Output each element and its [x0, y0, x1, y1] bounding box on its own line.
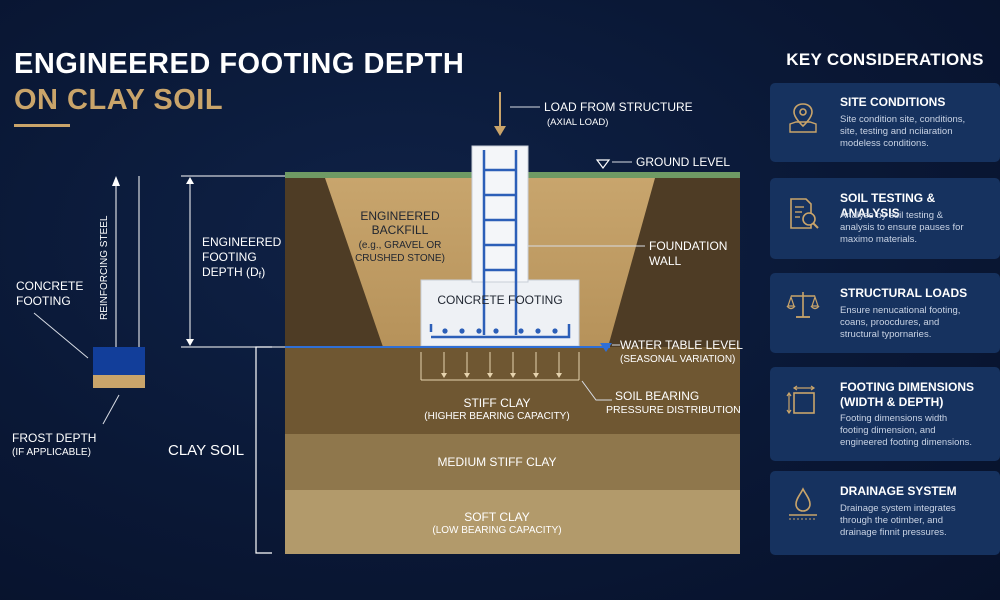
small-footing-leader: [33, 312, 89, 359]
svg-text:FOOTING: FOOTING: [202, 250, 257, 264]
bearing-pressure-arrows: [420, 352, 580, 381]
dimensions-icon: [786, 385, 816, 415]
card-desc-line: modeless conditions.: [840, 138, 929, 149]
depth-label: ENGINEERED FOOTING DEPTH (Df): [202, 235, 282, 280]
card-title: SITE CONDITIONS: [840, 95, 946, 109]
card-desc-line: Footing dimensions width: [840, 413, 948, 424]
svg-text:PRESSURE DISTRIBUTION: PRESSURE DISTRIBUTION: [606, 404, 741, 416]
stiff-clay-label: STIFF CLAY: [463, 396, 530, 410]
page-title: ENGINEERED FOOTING DEPTH: [14, 48, 465, 80]
footing-diagram: LOAD FROM STRUCTURE (AXIAL LOAD) GROUND …: [12, 92, 743, 554]
medium-clay-label: MEDIUM STIFF CLAY: [437, 455, 556, 469]
card-desc-line: Analyse by soil testing &: [840, 210, 943, 221]
load-sublabel: (AXIAL LOAD): [547, 117, 608, 128]
water-drop-icon: [789, 487, 817, 520]
card-title: FOOTING DIMENSIONS (WIDTH & DEPTH): [840, 380, 975, 409]
card-desc-line: structural typornaries.: [840, 329, 932, 340]
reinforcing-steel-detail: [112, 176, 140, 347]
svg-text:ENGINEERED: ENGINEERED: [202, 235, 282, 249]
svg-text:(IF APPLICABLE): (IF APPLICABLE): [12, 447, 91, 458]
concrete-footing-label: CONCRETE FOOTING: [437, 293, 562, 307]
water-table-label: WATER TABLE LEVEL: [620, 338, 743, 352]
medium-stiff-clay-layer: [285, 434, 740, 490]
bearing-leader: [581, 380, 612, 401]
backfill-label: ENGINEERED BACKFILL (e.g., GRAVEL OR CRU…: [355, 209, 445, 264]
svg-text:CRUSHED STONE): CRUSHED STONE): [355, 253, 445, 264]
reinforcing-steel-label: REINFORCING STEEL: [99, 215, 110, 320]
card-desc-line: drainage finnit pressures.: [840, 527, 947, 538]
bearing-label: SOIL BEARING PRESSURE DISTRIBUTION: [606, 389, 741, 416]
document-search-icon: [790, 198, 819, 229]
card-desc-line: Ensure nenucational footing,: [840, 305, 961, 316]
card-title: DRAINAGE SYSTEM: [840, 484, 957, 498]
frost-depth-label: FROST DEPTH (IF APPLICABLE): [12, 431, 96, 458]
map-pin-icon: [789, 103, 817, 133]
card-title: SOIL TESTING & ANALYSIS: [840, 191, 936, 220]
card-desc-line: analysis to ensure pauses for: [840, 222, 964, 233]
load-arrow: [494, 92, 506, 136]
page-subtitle: ON CLAY SOIL: [14, 84, 224, 116]
card-desc-line: site, testing and nciiaration: [840, 126, 953, 137]
card-footing-dimensions: FOOTING DIMENSIONS (WIDTH & DEPTH) Footi…: [770, 367, 1000, 461]
foundation-wall-label: FOUNDATION WALL: [649, 239, 727, 268]
card-desc-line: through the otimber, and: [840, 515, 943, 526]
ground-level-marker: [595, 159, 611, 169]
soft-clay-label: SOFT CLAY: [464, 510, 530, 524]
stiff-clay-sublabel: (HIGHER BEARING CAPACITY): [424, 411, 569, 422]
svg-text:ENGINEERED: ENGINEERED: [360, 209, 440, 223]
card-desc-line: Site condition site, conditions,: [840, 114, 966, 125]
svg-text:BACKFILL: BACKFILL: [372, 223, 429, 237]
foundation-wall-shape: [471, 145, 529, 283]
svg-text:FOUNDATION: FOUNDATION: [649, 239, 727, 253]
card-desc-line: maximo materials.: [840, 234, 918, 245]
svg-text:FOOTING: FOOTING: [16, 294, 71, 308]
footing-rebar-dots: [442, 328, 558, 334]
soft-clay-layer: [285, 490, 740, 554]
svg-text:FROST DEPTH: FROST DEPTH: [12, 431, 96, 445]
svg-text:(e.g., GRAVEL OR: (e.g., GRAVEL OR: [359, 240, 442, 251]
svg-text:CONCRETE: CONCRETE: [16, 279, 83, 293]
water-table-marker: [600, 343, 612, 352]
column-rebar: [429, 150, 571, 339]
clay-soil-bracket: [255, 346, 272, 554]
card-desc-line: footing dimension, and: [840, 425, 936, 436]
small-concrete-footing: [93, 347, 145, 375]
card-desc-line: coans, proocdures, and: [840, 317, 940, 328]
card-soil-testing: SOIL TESTING & ANALYSIS Analyse by soil …: [770, 178, 1000, 259]
card-drainage-system: DRAINAGE SYSTEM Drainage system integrat…: [770, 471, 1000, 555]
card-desc-line: engineered footing dimensions.: [840, 437, 973, 448]
sidebar-title: KEY CONSIDERATIONS: [786, 50, 984, 69]
load-label: LOAD FROM STRUCTURE: [544, 100, 693, 114]
clay-soil-label: CLAY SOIL: [168, 442, 244, 459]
card-desc-line: Drainage system integrates: [840, 503, 956, 514]
card-site-conditions: SITE CONDITIONS Site condition site, con…: [770, 83, 1000, 162]
svg-text:SOIL BEARING: SOIL BEARING: [615, 389, 699, 403]
small-frost-layer: [93, 375, 145, 388]
card-structural-loads: STRUCTURAL LOADS Ensure nenucational foo…: [770, 273, 1000, 353]
ground-level-label: GROUND LEVEL: [636, 155, 730, 169]
soft-clay-sublabel: (LOW BEARING CAPACITY): [432, 525, 561, 536]
title-underline: [14, 124, 70, 127]
balance-scale-icon: [786, 292, 820, 318]
card-title: STRUCTURAL LOADS: [840, 286, 968, 300]
svg-text:DEPTH (Df): DEPTH (Df): [202, 265, 265, 280]
svg-text:WALL: WALL: [649, 254, 682, 268]
small-concrete-footing-label: CONCRETE FOOTING: [16, 279, 83, 308]
frost-depth-leader: [102, 394, 120, 425]
water-table-sublabel: (SEASONAL VARIATION): [620, 354, 735, 365]
